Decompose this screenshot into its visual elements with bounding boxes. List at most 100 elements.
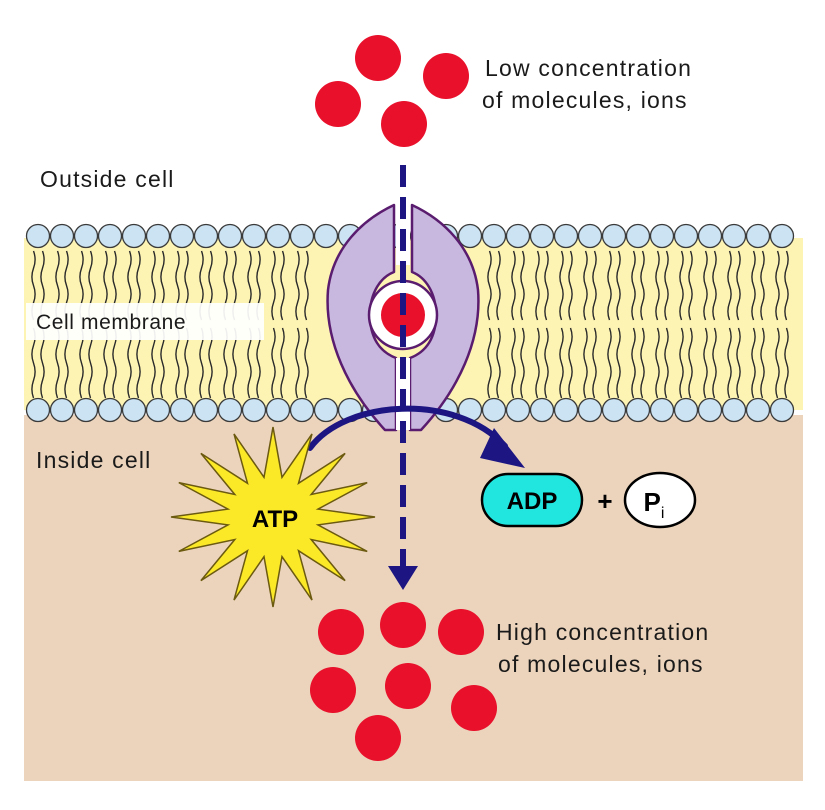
phospholipid-head bbox=[121, 223, 147, 249]
lipid-tail bbox=[583, 250, 588, 321]
phospholipid-head bbox=[769, 223, 795, 249]
lipid-tail bbox=[295, 327, 300, 399]
atp-label: ATP bbox=[252, 506, 298, 533]
lipid-tail bbox=[280, 250, 285, 321]
lipid-tail bbox=[496, 327, 501, 399]
molecule bbox=[381, 101, 427, 147]
lipid-tail bbox=[664, 250, 669, 321]
lipid-tail bbox=[103, 327, 108, 399]
lipid-tail bbox=[88, 327, 93, 399]
lipid-tail bbox=[688, 250, 693, 321]
lipid-tail bbox=[496, 250, 501, 321]
lipid-tail bbox=[31, 327, 36, 399]
lipid-tail bbox=[751, 250, 756, 321]
atp-starburst: ATP bbox=[170, 426, 376, 608]
lipid-tail bbox=[631, 250, 636, 321]
lipid-tail bbox=[175, 327, 180, 399]
molecule bbox=[451, 685, 497, 731]
label-low-concentration-line1: Low concentration bbox=[485, 55, 692, 81]
atp-star-shape bbox=[170, 426, 376, 608]
lipid-tail bbox=[295, 250, 300, 321]
phospholipid-head bbox=[769, 397, 795, 423]
lipid-tail bbox=[64, 327, 69, 399]
phospholipid-head bbox=[697, 397, 723, 423]
molecule bbox=[423, 53, 469, 99]
lipid-tail bbox=[127, 327, 132, 399]
molecule bbox=[310, 667, 356, 713]
lipid-tail bbox=[727, 250, 732, 321]
lipid-tail bbox=[112, 327, 117, 399]
lipid-tail bbox=[55, 327, 60, 399]
lipid-tail bbox=[703, 327, 708, 399]
lipid-tail bbox=[568, 250, 573, 321]
lipid-tail bbox=[655, 327, 660, 399]
lipid-tail bbox=[712, 327, 717, 399]
phospholipid-head bbox=[97, 397, 123, 423]
lipid-tail bbox=[616, 327, 621, 399]
lipid-tail bbox=[679, 327, 684, 399]
phospholipid-head bbox=[217, 223, 243, 249]
lipid-tail bbox=[487, 250, 492, 321]
lipid-tail bbox=[784, 327, 789, 399]
lipid-tail bbox=[247, 327, 252, 399]
lipid-tail bbox=[223, 327, 228, 399]
lipid-tail bbox=[535, 250, 540, 321]
phosphate-pi: Pi bbox=[623, 471, 697, 529]
lipid-tail bbox=[208, 327, 213, 399]
phospholipid-head bbox=[145, 397, 171, 423]
phospholipid-head bbox=[73, 223, 99, 249]
adp-label: ADP bbox=[507, 488, 558, 515]
lipid-tail bbox=[232, 327, 237, 399]
label-high-concentration-line1: High concentration bbox=[496, 619, 709, 645]
lipid-tail bbox=[520, 327, 525, 399]
phospholipid-head bbox=[289, 223, 315, 249]
phospholipid-head bbox=[313, 397, 339, 423]
membrane-label-backdrop bbox=[26, 303, 264, 340]
phospholipid-head bbox=[193, 223, 219, 249]
plus-sign: + bbox=[597, 486, 612, 516]
pi-subscript: i bbox=[661, 505, 665, 522]
phospholipid-head bbox=[553, 223, 579, 249]
lipid-tail bbox=[559, 327, 564, 399]
lipid-tail bbox=[544, 250, 549, 321]
lipid-tail bbox=[520, 250, 525, 321]
phospholipid-head bbox=[169, 397, 195, 423]
lipid-tail bbox=[703, 250, 708, 321]
molecule bbox=[380, 602, 426, 648]
phospholipid-head bbox=[649, 397, 675, 423]
lipid-tail bbox=[727, 327, 732, 399]
lipid-tail bbox=[655, 250, 660, 321]
lipid-tail bbox=[583, 327, 588, 399]
phospholipid-head bbox=[721, 397, 747, 423]
lipid-tail bbox=[760, 327, 765, 399]
lipid-tail bbox=[535, 327, 540, 399]
lipid-tail bbox=[640, 327, 645, 399]
transport-arrowhead bbox=[388, 566, 418, 590]
lipid-tail bbox=[256, 327, 261, 399]
energy-arc-arrowhead bbox=[480, 428, 525, 468]
phospholipid-head bbox=[577, 397, 603, 423]
lipid-tail bbox=[544, 327, 549, 399]
phospholipid-head bbox=[481, 223, 507, 249]
phospholipid-head bbox=[289, 397, 315, 423]
molecule bbox=[318, 609, 364, 655]
lipid-tail bbox=[151, 327, 156, 399]
phospholipid-head bbox=[49, 223, 75, 249]
lipid-tail bbox=[679, 250, 684, 321]
phospholipid-head bbox=[49, 397, 75, 423]
phospholipid-head bbox=[649, 223, 675, 249]
lipid-tail bbox=[304, 327, 309, 399]
lipid-tail bbox=[568, 327, 573, 399]
lipid-tail bbox=[184, 327, 189, 399]
phospholipid-head bbox=[505, 223, 531, 249]
label-outside-cell: Outside cell bbox=[40, 166, 175, 192]
phospholipid-head bbox=[553, 397, 579, 423]
phospholipid-head bbox=[121, 397, 147, 423]
phospholipid-head bbox=[313, 223, 339, 249]
phospholipid-head bbox=[697, 223, 723, 249]
phospholipid-head bbox=[745, 397, 771, 423]
lipid-tail bbox=[271, 327, 276, 399]
pi-label: Pi bbox=[644, 487, 665, 522]
molecule bbox=[355, 715, 401, 761]
